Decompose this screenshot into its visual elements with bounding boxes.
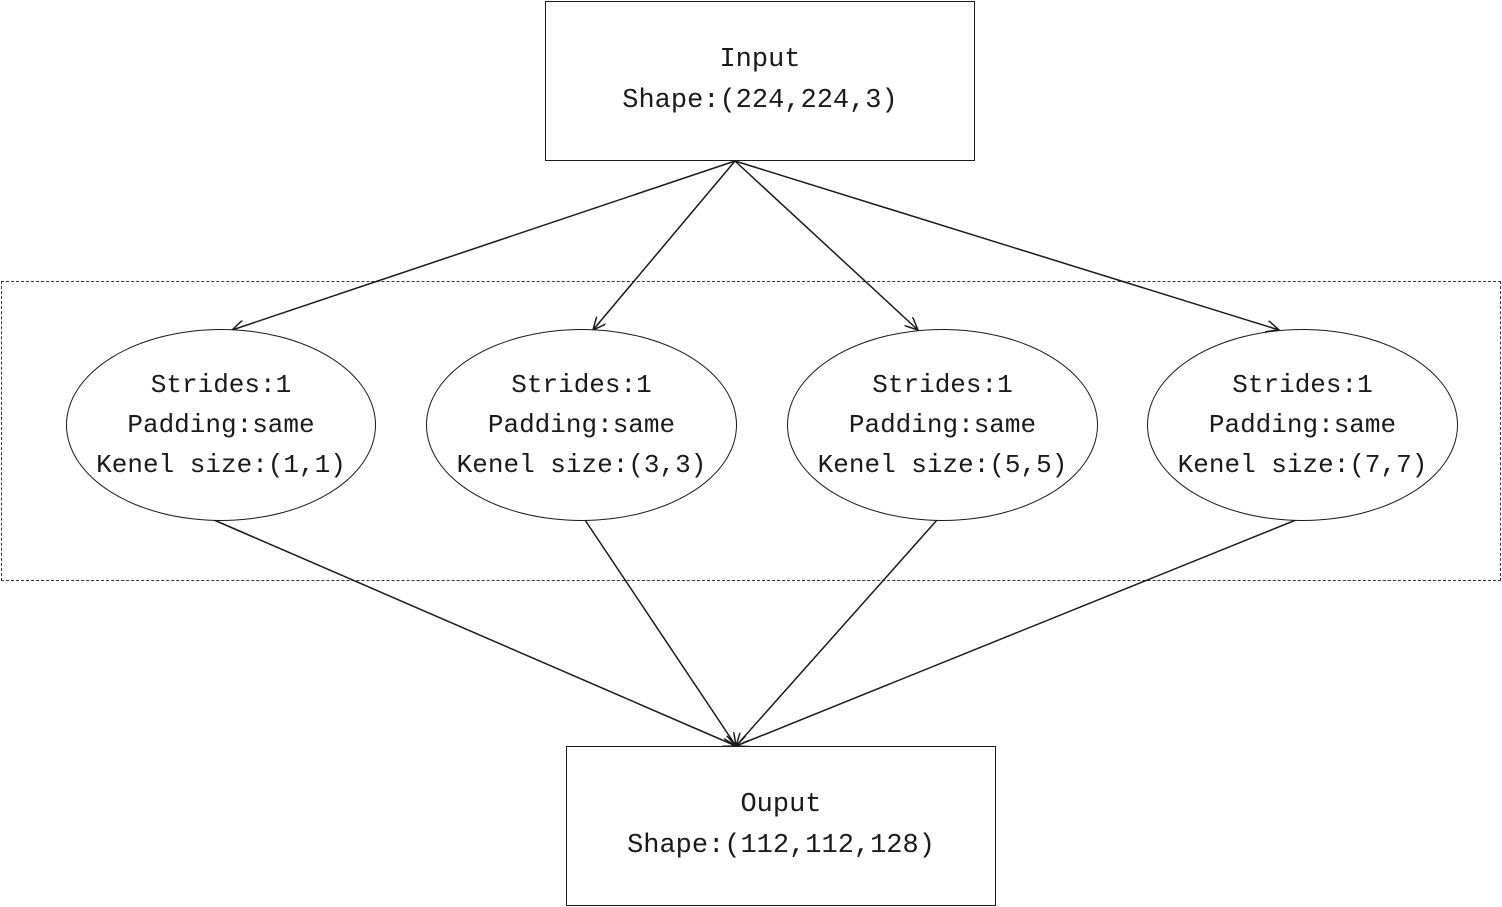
branch-strides: Strides:1 — [872, 370, 1013, 400]
arrow-input-to-branch-3 — [734, 160, 918, 330]
conv-branch-3x3: Strides:1 Padding:same Kenel size:(3,3) — [426, 329, 737, 521]
conv-branch-5x5: Strides:1 Padding:same Kenel size:(5,5) — [787, 329, 1098, 521]
arrow-input-to-branch-2 — [593, 160, 736, 330]
branch-kernel-size: Kenel size:(5,5) — [817, 450, 1068, 480]
branch-kernel-size: Kenel size:(7,7) — [1177, 450, 1428, 480]
arrow-branch-1-to-output — [213, 519, 736, 746]
arrow-input-to-branch-4 — [734, 160, 1279, 330]
conv-branch-7x7: Strides:1 Padding:same Kenel size:(7,7) — [1147, 329, 1458, 521]
output-shape: Shape:(112,112,128) — [627, 831, 935, 861]
output-title: Ouput — [740, 790, 822, 820]
conv-branch-1x1: Strides:1 Padding:same Kenel size:(1,1) — [66, 329, 376, 521]
arrow-branch-2-to-output — [584, 519, 736, 746]
branch-strides: Strides:1 — [150, 370, 292, 400]
arrow-branch-3-to-output — [736, 519, 938, 746]
input-node: Input Shape:(224,224,3) — [545, 1, 975, 161]
arrow-input-to-branch-1 — [232, 160, 736, 330]
branch-padding: Padding:same — [487, 410, 676, 440]
branch-padding: Padding:same — [1208, 410, 1397, 440]
output-node: Ouput Shape:(112,112,128) — [566, 746, 996, 906]
branch-kernel-size: Kenel size:(3,3) — [456, 450, 707, 480]
branch-strides: Strides:1 — [511, 370, 652, 400]
branch-kernel-size: Kenel size:(1,1) — [96, 450, 346, 480]
parallel-conv-group — [1, 281, 1501, 581]
input-title: Input — [719, 45, 801, 75]
branch-strides: Strides:1 — [1232, 370, 1373, 400]
arrow-branch-4-to-output — [736, 519, 1297, 746]
branch-padding: Padding:same — [127, 410, 315, 440]
branch-padding: Padding:same — [848, 410, 1037, 440]
input-shape: Shape:(224,224,3) — [622, 86, 898, 116]
